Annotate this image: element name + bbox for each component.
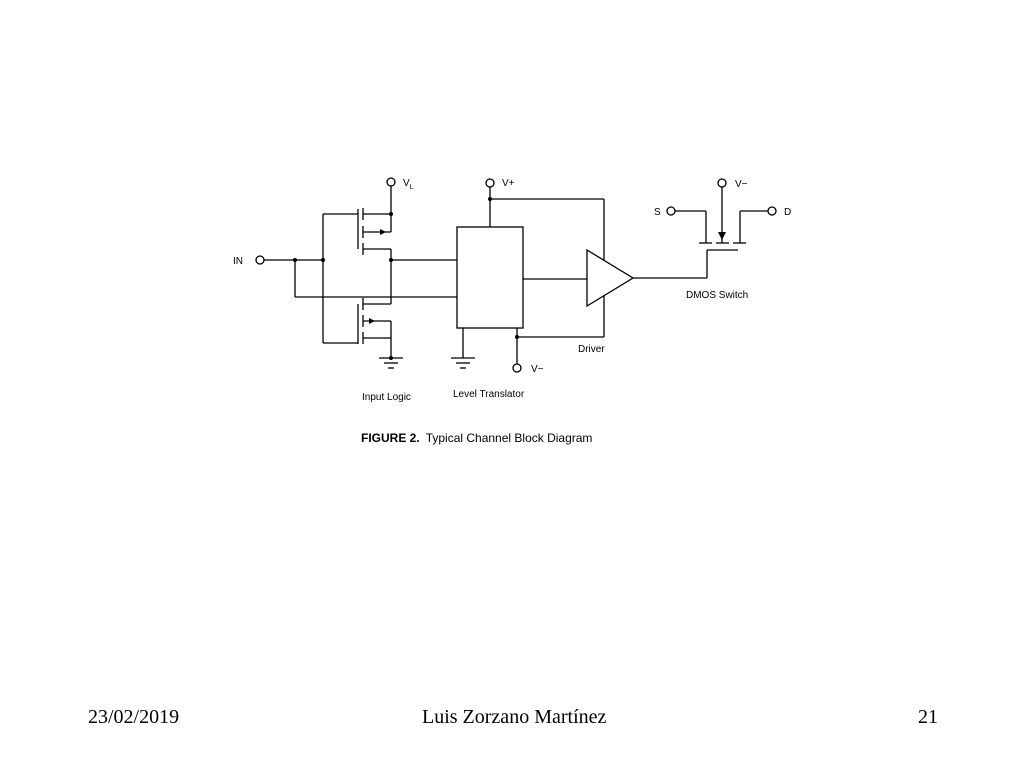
dmos-switch-label: DMOS Switch — [686, 290, 748, 301]
level-translator-block — [456, 226, 524, 329]
footer-date: 23/02/2019 — [88, 706, 180, 728]
footer-page-number: 21 — [918, 706, 938, 728]
level-translator-label: Level Translator — [453, 389, 525, 400]
vl-label: VL — [403, 178, 414, 191]
dmos-switch — [633, 187, 746, 279]
vplus-label: V+ — [502, 178, 515, 189]
driver-label: Driver — [578, 344, 605, 355]
figure-caption: FIGURE 2.Typical Channel Block Diagram — [361, 431, 592, 445]
junction-dots — [293, 197, 519, 360]
d-terminal — [740, 206, 777, 216]
vminus-switch-terminal — [717, 178, 727, 188]
vminus-translator-label: V− — [531, 364, 544, 375]
input-wiring — [264, 213, 457, 344]
in-label: IN — [233, 256, 243, 267]
vminus-translator-terminal — [512, 294, 605, 373]
vplus-terminal — [485, 178, 605, 264]
input-logic-label: Input Logic — [362, 392, 411, 403]
d-label: D — [784, 207, 791, 218]
s-terminal — [666, 206, 706, 216]
vminus-switch-label: V− — [735, 179, 748, 190]
vl-supply-terminal — [386, 177, 396, 214]
s-label: S — [654, 207, 661, 218]
upper-transistor — [357, 208, 392, 298]
level-translator-ground-icon — [451, 328, 475, 369]
footer-author: Luis Zorzano Martínez — [422, 706, 607, 728]
in-terminal — [255, 255, 265, 265]
lower-transistor — [357, 298, 392, 358]
driver-buffer — [523, 248, 635, 308]
